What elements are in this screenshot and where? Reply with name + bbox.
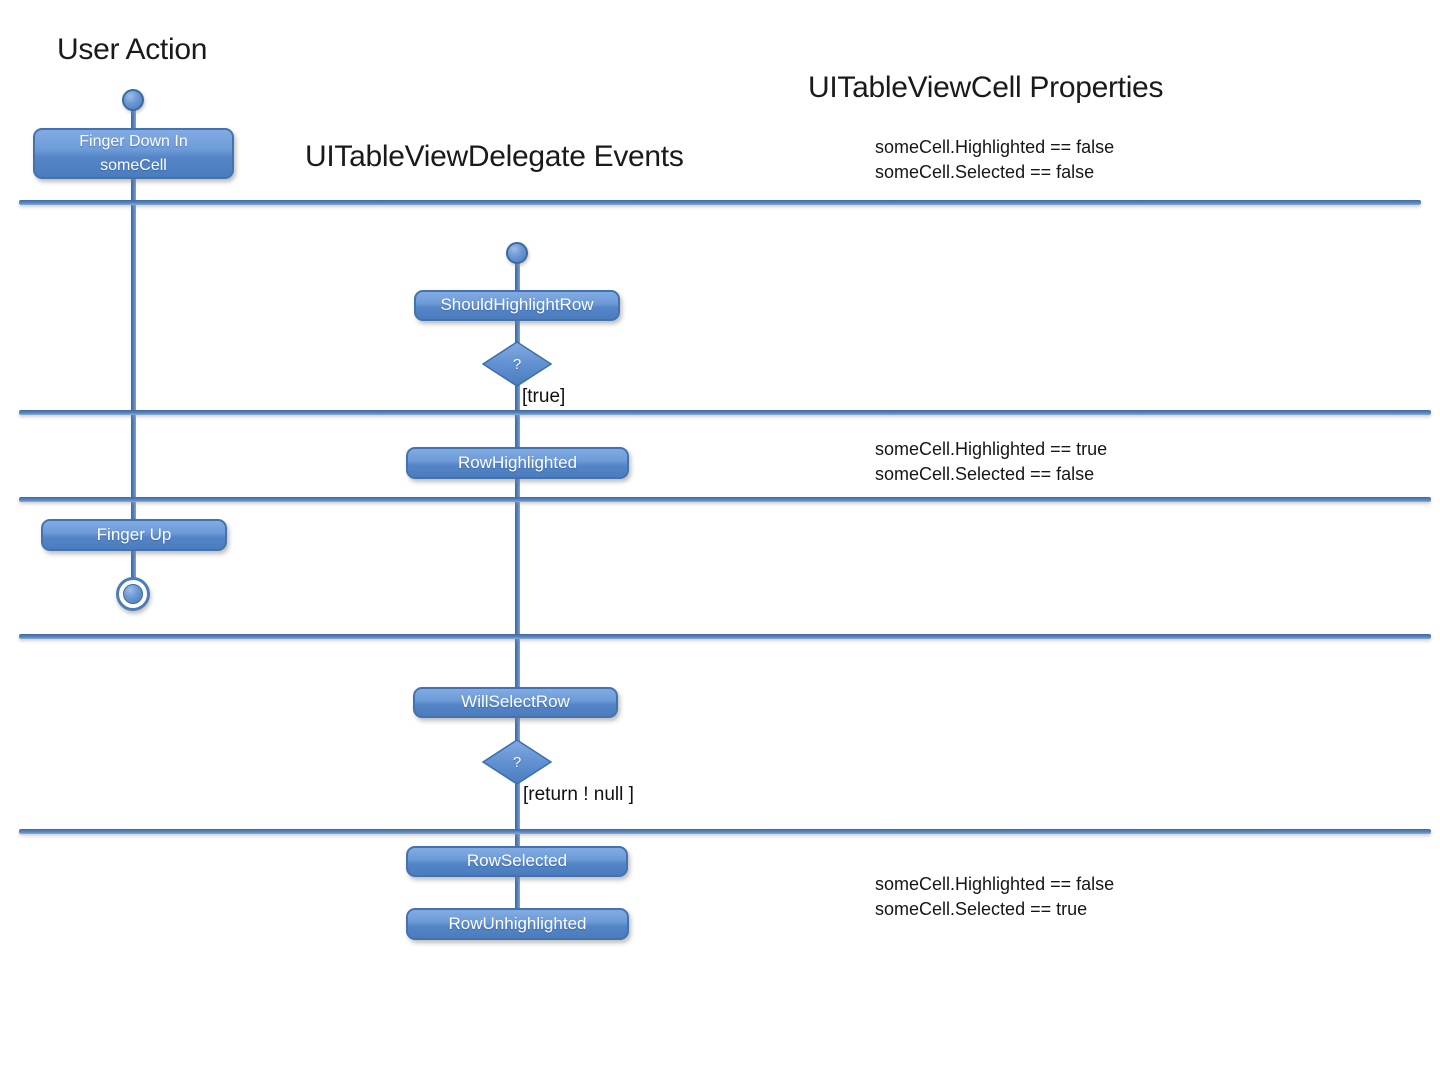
activity-row-selected: RowSelected [406,846,628,877]
lane-title-cell-properties: UITableViewCell Properties [808,71,1164,104]
cell-properties-state-highlighted: someCell.Highlighted == true someCell.Se… [875,437,1107,487]
activity-finger-down-label-line1: Finger Down In [79,132,188,150]
cell-properties-state-selected: someCell.Highlighted == false someCell.S… [875,872,1114,922]
guard-label-return-not-null: [return ! null ] [523,784,634,805]
swimlane-divider-4 [19,634,1431,639]
activity-finger-up-label: Finger Up [96,524,172,544]
property-line: someCell.Selected == true [875,899,1088,919]
property-line: someCell.Highlighted == true [875,439,1108,459]
activity-row-highlighted: RowHighlighted [406,447,629,479]
activity-should-highlight-row: ShouldHighlightRow [414,290,620,321]
property-line: someCell.Selected == false [875,464,1095,484]
property-line: someCell.Selected == false [875,162,1095,182]
activity-should-highlight-row-label: ShouldHighlightRow [440,295,594,315]
property-line: someCell.Highlighted == false [875,137,1115,157]
lifeline-user-action [131,102,136,580]
activity-finger-down: Finger Down In someCell [33,128,234,179]
lane-title-user-action: User Action [57,33,208,66]
decision-question-mark: ? [512,753,522,771]
swimlane-divider-3 [19,497,1431,502]
swimlane-divider-2 [19,410,1431,415]
lane-title-delegate-events: UITableViewDelegate Events [305,140,684,173]
activity-will-select-row: WillSelectRow [413,687,618,718]
cell-properties-state-initial: someCell.Highlighted == false someCell.S… [875,135,1114,185]
activity-row-selected-label: RowSelected [466,851,568,871]
activity-row-unhighlighted: RowUnhighlighted [406,908,629,940]
end-node-user [116,577,150,611]
swimlane-divider-1 [19,200,1421,205]
decision-diamond-select: ? [482,739,552,785]
activity-finger-down-label-line2: someCell [100,156,167,174]
end-node-inner-dot [123,584,143,604]
guard-label-true: [true] [522,386,566,407]
start-node-user [122,89,144,111]
activity-row-unhighlighted-label: RowUnhighlighted [448,913,587,933]
swimlane-divider-5 [19,829,1431,834]
decision-question-mark: ? [512,355,522,373]
decision-diamond-highlight: ? [482,341,552,387]
activity-finger-up: Finger Up [41,519,227,551]
start-node-delegate [506,242,528,264]
activity-row-highlighted-label: RowHighlighted [457,452,578,472]
property-line: someCell.Highlighted == false [875,874,1115,894]
lifeline-delegate [515,254,520,916]
activity-will-select-row-label: WillSelectRow [461,692,570,712]
